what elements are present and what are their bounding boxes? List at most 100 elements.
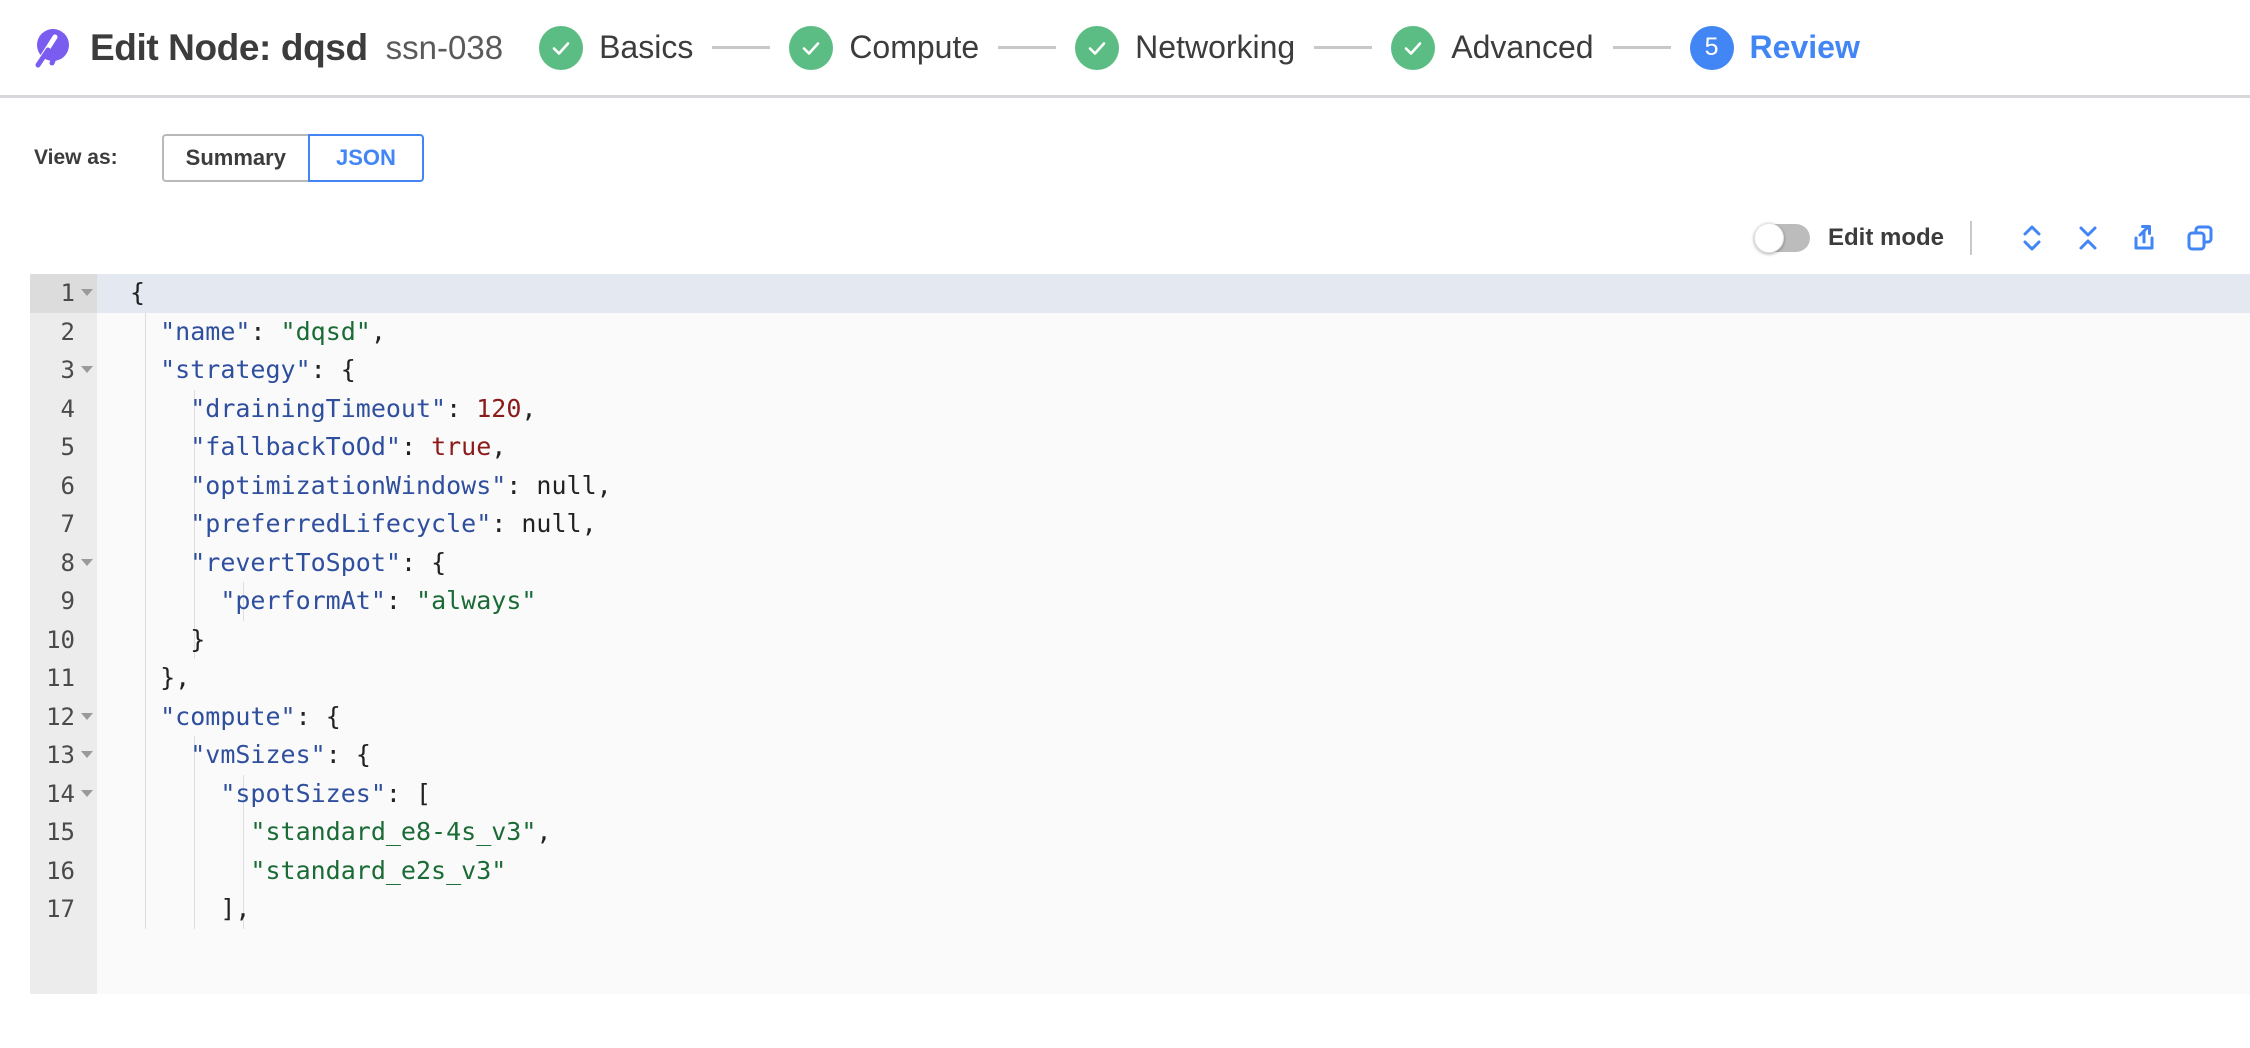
indent-guide: [243, 813, 244, 852]
view-as-json-button[interactable]: JSON: [307, 134, 424, 182]
code-line[interactable]: 13 "vmSizes": {: [30, 736, 2250, 775]
collapse-all-icon[interactable]: [2066, 218, 2110, 258]
view-as-segmented-control: Summary JSON: [161, 134, 424, 182]
code-text: "name": "dqsd",: [160, 316, 386, 346]
step-connector: [998, 46, 1057, 49]
indent-guide: [194, 620, 195, 659]
code-line-content[interactable]: },: [97, 659, 2250, 698]
code-text: "standard_e2s_v3": [250, 855, 507, 885]
indent-guide: [145, 389, 146, 428]
spot-comet-logo-icon: [24, 24, 72, 72]
code-line[interactable]: 14 "spotSizes": [: [30, 774, 2250, 813]
code-line[interactable]: 16 "standard_e2s_v3": [30, 851, 2250, 890]
code-line-content[interactable]: "compute": {: [97, 697, 2250, 736]
code-text: "strategy": {: [160, 355, 356, 384]
indent-guide: [243, 851, 244, 890]
code-line-content[interactable]: "standard_e8-4s_v3",: [97, 813, 2250, 852]
code-line-content[interactable]: }: [97, 620, 2250, 659]
line-number: 5: [30, 428, 97, 467]
step-basics[interactable]: Basics: [539, 25, 693, 70]
fold-arrow-icon[interactable]: [81, 789, 93, 797]
line-number: 4: [30, 389, 97, 428]
toolbar-divider: [1970, 221, 1972, 255]
code-line-content[interactable]: "vmSizes": {: [97, 736, 2250, 775]
code-text: "revertToSpot": {: [190, 547, 447, 577]
code-line[interactable]: 8 "revertToSpot": {: [30, 543, 2250, 582]
code-line[interactable]: 9 "performAt": "always": [30, 582, 2250, 621]
step-networking[interactable]: Networking: [1075, 25, 1295, 70]
json-code-editor[interactable]: 1{2 "name": "dqsd",3 "strategy": {4 "dra…: [30, 274, 2250, 994]
indent-guide: [145, 312, 146, 351]
step-advanced-badge: [1391, 25, 1436, 70]
code-line[interactable]: 15 "standard_e8-4s_v3",: [30, 813, 2250, 852]
indent-guide: [194, 389, 195, 428]
code-line-content[interactable]: "strategy": {: [97, 351, 2250, 390]
code-line-content[interactable]: "fallbackToOd": true,: [97, 428, 2250, 467]
line-number: 10: [30, 620, 97, 659]
code-line[interactable]: 4 "drainingTimeout": 120,: [30, 389, 2250, 428]
fold-arrow-icon[interactable]: [81, 712, 93, 720]
indent-guide: [194, 851, 195, 890]
code-line[interactable]: 17 ],: [30, 890, 2250, 929]
copy-icon[interactable]: [2178, 218, 2222, 258]
code-line-content[interactable]: {: [97, 274, 2250, 313]
code-text: "spotSizes": [: [220, 778, 432, 808]
indent-guide: [194, 543, 195, 582]
code-text: }: [190, 624, 206, 654]
edit-mode-label: Edit mode: [1827, 224, 1944, 251]
code-line[interactable]: 7 "preferredLifecycle": null,: [30, 505, 2250, 544]
step-connector: [1314, 46, 1373, 49]
code-line-content[interactable]: "spotSizes": [: [97, 774, 2250, 813]
step-review[interactable]: 5 Review: [1689, 25, 1860, 70]
code-line-content[interactable]: "drainingTimeout": 120,: [97, 389, 2250, 428]
step-advanced[interactable]: Advanced: [1391, 25, 1594, 70]
indent-guide: [145, 774, 146, 813]
line-number: 9: [30, 582, 97, 621]
indent-guide: [243, 774, 244, 813]
code-lines[interactable]: 1{2 "name": "dqsd",3 "strategy": {4 "dra…: [30, 274, 2250, 929]
code-line[interactable]: 5 "fallbackToOd": true,: [30, 428, 2250, 467]
indent-guide: [243, 890, 244, 929]
code-line[interactable]: 12 "compute": {: [30, 697, 2250, 736]
indent-guide: [194, 813, 195, 852]
fold-arrow-icon[interactable]: [81, 289, 93, 296]
fold-arrow-icon[interactable]: [81, 751, 93, 758]
brand: Edit Node: dqsd ssn-038: [24, 24, 503, 72]
code-line-content[interactable]: "optimizationWindows": null,: [97, 466, 2250, 505]
edit-mode-toggle[interactable]: [1753, 223, 1810, 253]
edit-mode-toggle-knob: [1753, 223, 1784, 253]
line-number: 6: [30, 466, 97, 505]
code-line[interactable]: 11 },: [30, 659, 2250, 698]
fold-arrow-icon[interactable]: [81, 558, 93, 566]
line-number: 2: [30, 312, 97, 351]
code-line-content[interactable]: "standard_e2s_v3": [97, 851, 2250, 890]
indent-guide: [194, 774, 195, 813]
code-text: {: [130, 278, 146, 307]
code-text: "vmSizes": {: [190, 740, 371, 769]
code-line[interactable]: 3 "strategy": {: [30, 351, 2250, 390]
fold-arrow-icon[interactable]: [81, 366, 93, 373]
code-line-content[interactable]: "name": "dqsd",: [97, 312, 2250, 351]
step-compute[interactable]: Compute: [789, 25, 979, 70]
export-icon[interactable]: [2122, 218, 2166, 258]
indent-guide: [145, 428, 146, 467]
code-line-content[interactable]: "revertToSpot": {: [97, 543, 2250, 582]
expand-all-icon[interactable]: [2010, 218, 2054, 258]
view-as-summary-button[interactable]: Summary: [161, 134, 308, 182]
step-review-label: Review: [1749, 29, 1860, 65]
code-line-content[interactable]: "performAt": "always": [97, 582, 2250, 621]
check-icon: [1404, 41, 1422, 55]
code-line[interactable]: 6 "optimizationWindows": null,: [30, 466, 2250, 505]
indent-guide: [194, 890, 195, 929]
code-text: "standard_e8-4s_v3",: [250, 817, 552, 846]
code-line-content[interactable]: "preferredLifecycle": null,: [97, 505, 2250, 544]
code-line[interactable]: 10 }: [30, 620, 2250, 659]
code-line[interactable]: 2 "name": "dqsd",: [30, 312, 2250, 351]
code-line-content[interactable]: ],: [97, 890, 2250, 929]
check-icon: [552, 41, 570, 55]
code-line[interactable]: 1{: [30, 274, 2250, 313]
line-number: 12: [30, 697, 97, 736]
line-number: 16: [30, 851, 97, 890]
line-number: 13: [30, 736, 97, 775]
wizard-stepper: Basics Compute Networking: [539, 25, 2250, 70]
